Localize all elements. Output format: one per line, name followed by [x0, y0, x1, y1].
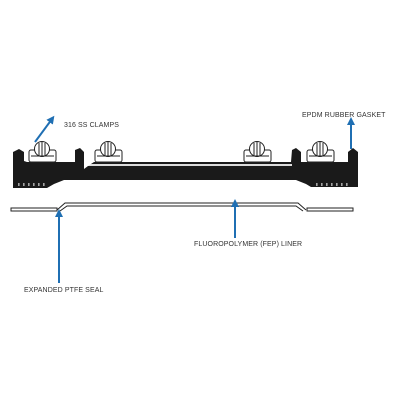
gasket-label: EPDM RUBBER GASKET	[302, 112, 386, 119]
clamp-4	[306, 141, 335, 163]
gasket-ribs	[18, 182, 348, 186]
gasket-body	[13, 148, 358, 188]
clamps-arrow	[34, 115, 55, 143]
liner-label: FLUOROPOLYMER (FEP) LINER	[194, 241, 302, 248]
fep-liner	[56, 202, 307, 211]
gasket-groove	[88, 164, 292, 166]
clamp-3	[243, 141, 272, 163]
clamp-1	[28, 141, 57, 163]
clamp-2	[94, 141, 123, 163]
fep-liner-inner	[59, 205, 304, 212]
seal-label: EXPANDED PTFE SEAL	[24, 287, 103, 294]
ptfe-seal-right	[306, 207, 354, 212]
ptfe-seal-left	[10, 207, 58, 212]
clamps-label: 316 SS CLAMPS	[64, 122, 119, 129]
